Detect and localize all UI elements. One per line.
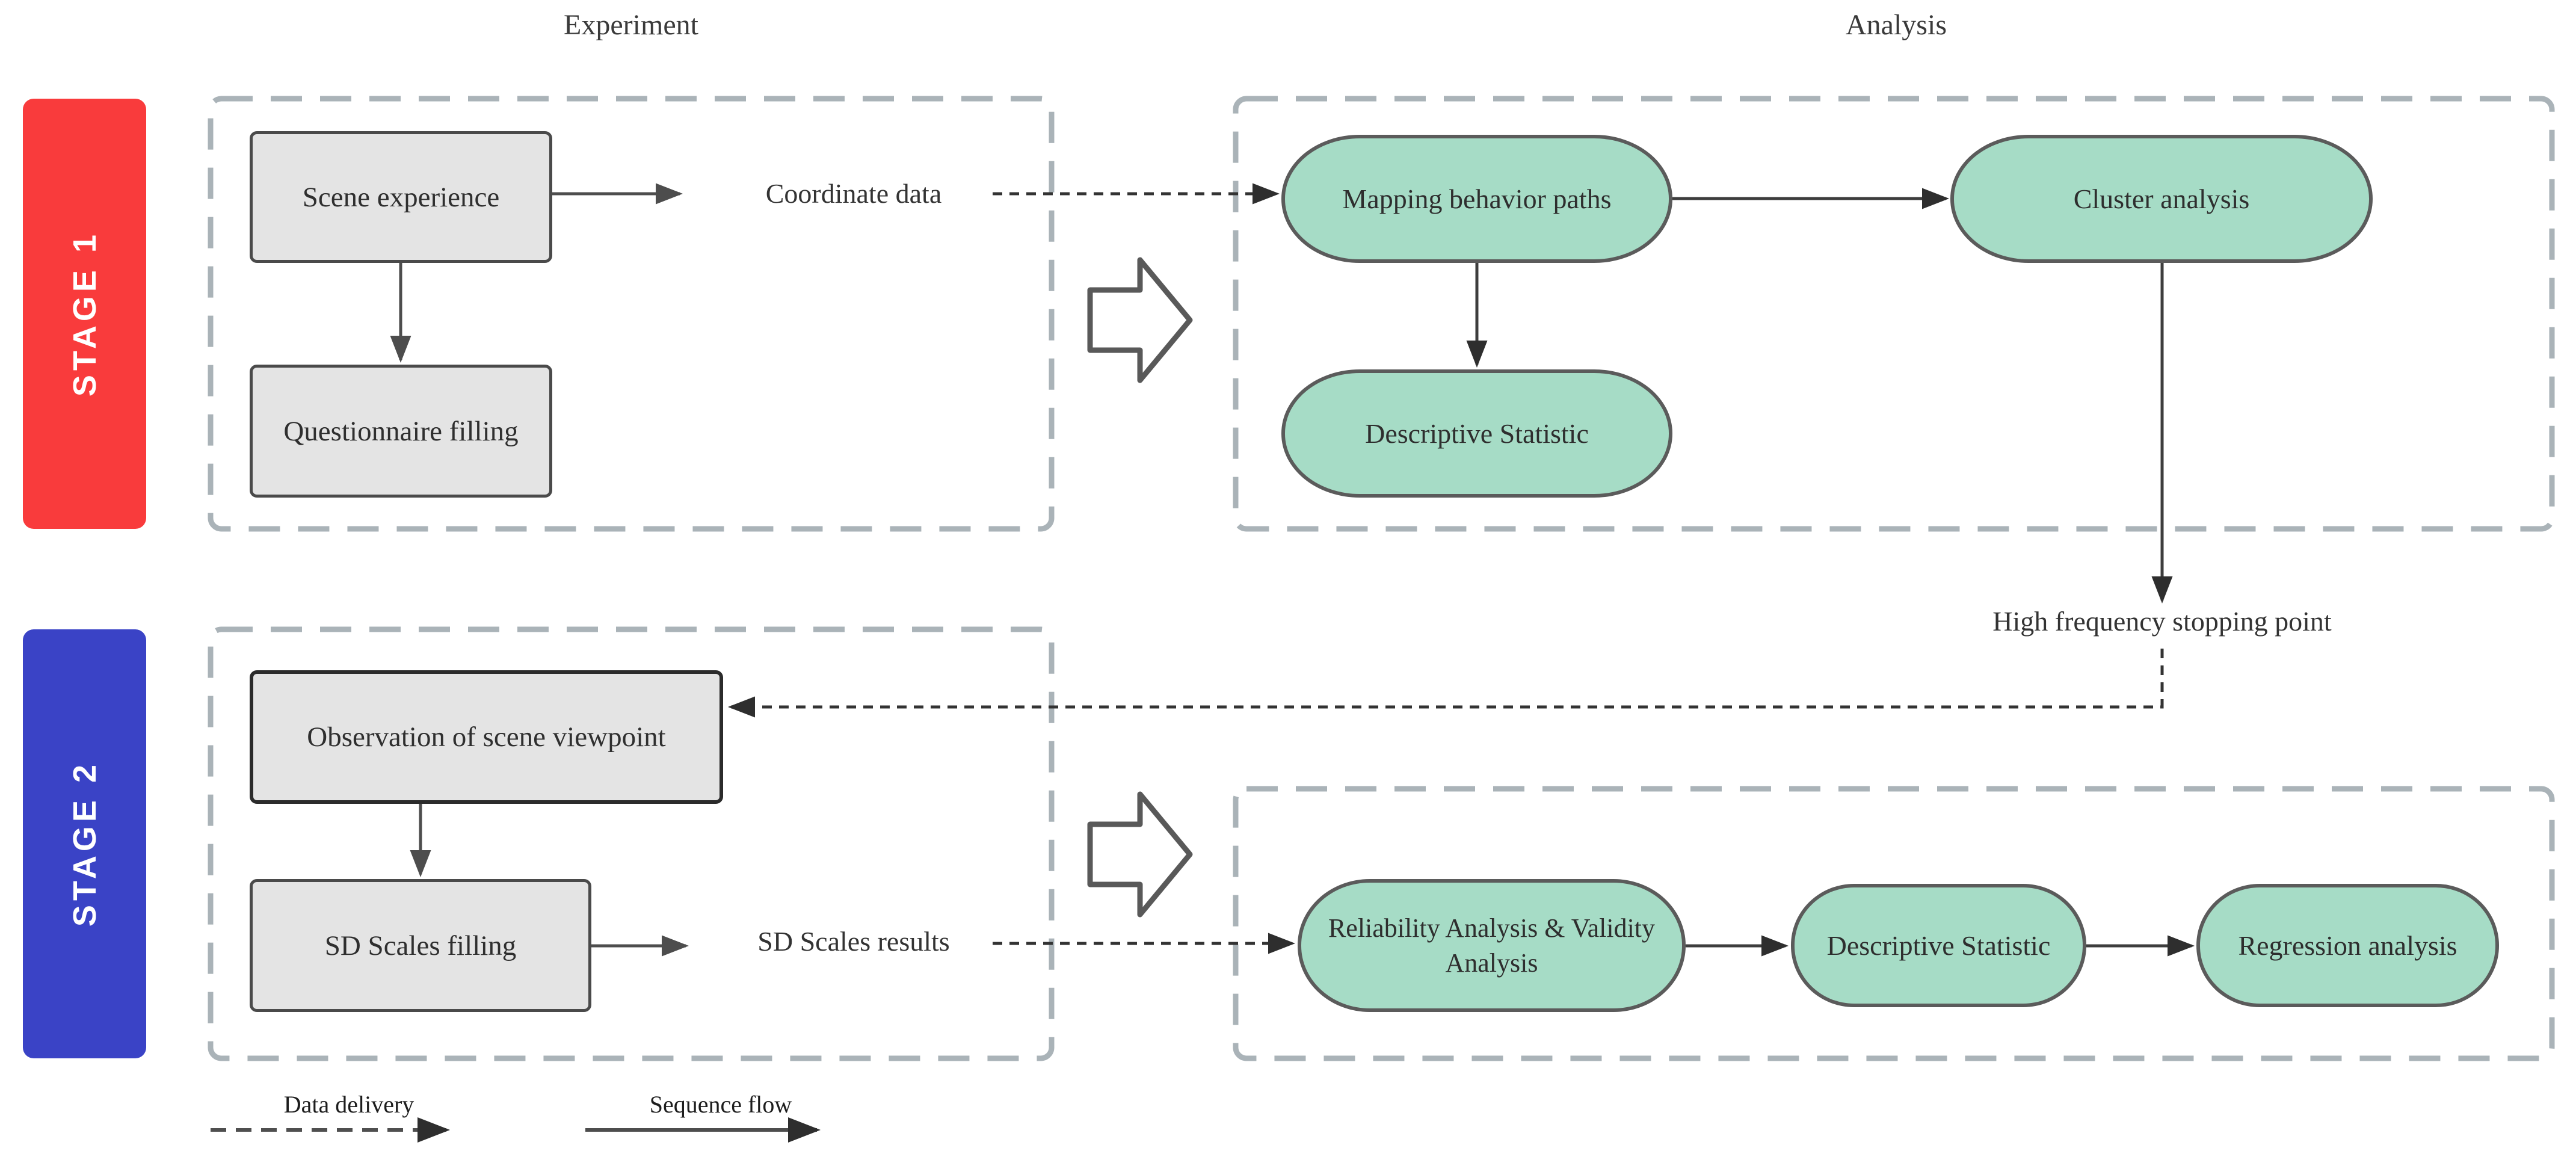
dashed-arrow-stopping-point-to-observation	[728, 649, 2164, 718]
stage1-experiment-container	[208, 96, 1055, 532]
stage2-experiment-container	[208, 626, 1055, 1061]
block-arrow-stage1	[1087, 257, 1193, 383]
block-arrow-stage2	[1087, 791, 1193, 918]
stage1-analysis-container	[1233, 96, 2555, 532]
stage2-analysis-container	[1233, 786, 2555, 1061]
